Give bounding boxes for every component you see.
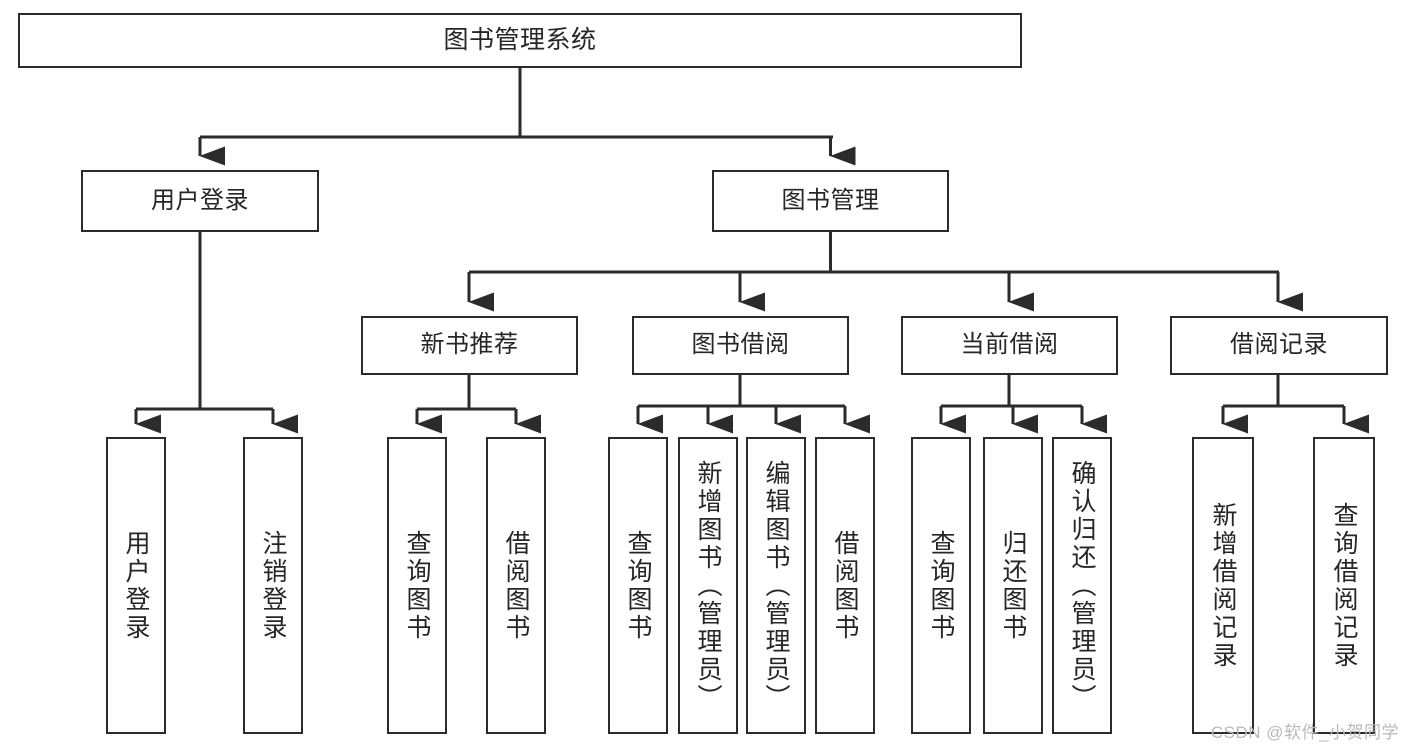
node-label: 查询借阅记录 [1330,501,1358,670]
node-label: 归还图书 [999,529,1027,642]
node-label: 图书管理系统 [443,25,597,54]
node-label: 用户登录 [151,186,249,214]
node-label: 借阅图书 [831,529,859,642]
node-book-borrow[interactable]: 图书借阅 [632,316,849,375]
node-label: 新增借阅记录 [1209,501,1237,670]
node-root-book-management-system[interactable]: 图书管理系统 [18,13,1022,68]
node-leaf-add-borrow-record[interactable]: 新增借阅记录 [1192,437,1254,734]
node-label: 当前借阅 [960,331,1059,359]
node-label: 图书借阅 [691,331,790,359]
node-label: 借阅记录 [1230,331,1328,359]
node-leaf-query-book-borrow[interactable]: 查询图书 [608,437,668,734]
node-leaf-borrow-book-recommend[interactable]: 借阅图书 [486,437,546,734]
node-leaf-query-book-recommend[interactable]: 查询图书 [387,437,447,734]
node-leaf-return-book[interactable]: 归还图书 [983,437,1043,734]
node-leaf-query-borrow-record[interactable]: 查询借阅记录 [1313,437,1375,734]
node-label: 借阅图书 [502,529,530,642]
node-label: 编辑图书（管理员） [762,459,790,712]
node-new-book-recommend[interactable]: 新书推荐 [361,316,578,375]
node-label: 用户登录 [122,529,150,642]
node-borrow-record[interactable]: 借阅记录 [1170,316,1388,375]
node-label: 新增图书（管理员） [694,459,722,712]
node-label: 新书推荐 [420,331,519,359]
node-leaf-edit-book-admin[interactable]: 编辑图书（管理员） [746,437,806,734]
node-book-management[interactable]: 图书管理 [712,170,949,232]
node-user-login[interactable]: 用户登录 [81,170,319,232]
node-label: 查询图书 [927,529,955,642]
csdn-watermark: CSDN @软件_小贺同学 [1210,723,1399,742]
node-label: 确认归还（管理员） [1068,459,1096,712]
node-leaf-borrow-book[interactable]: 借阅图书 [815,437,875,734]
node-label: 查询图书 [624,529,652,642]
node-current-borrow[interactable]: 当前借阅 [901,316,1118,375]
node-leaf-query-book-current[interactable]: 查询图书 [911,437,971,734]
node-label: 注销登录 [259,529,287,642]
node-leaf-user-logout[interactable]: 注销登录 [243,437,303,734]
node-label: 图书管理 [781,186,880,214]
node-leaf-user-login[interactable]: 用户登录 [106,437,166,734]
node-leaf-confirm-return-admin[interactable]: 确认归还（管理员） [1052,437,1112,734]
node-leaf-add-book-admin[interactable]: 新增图书（管理员） [678,437,738,734]
node-label: 查询图书 [403,529,431,642]
